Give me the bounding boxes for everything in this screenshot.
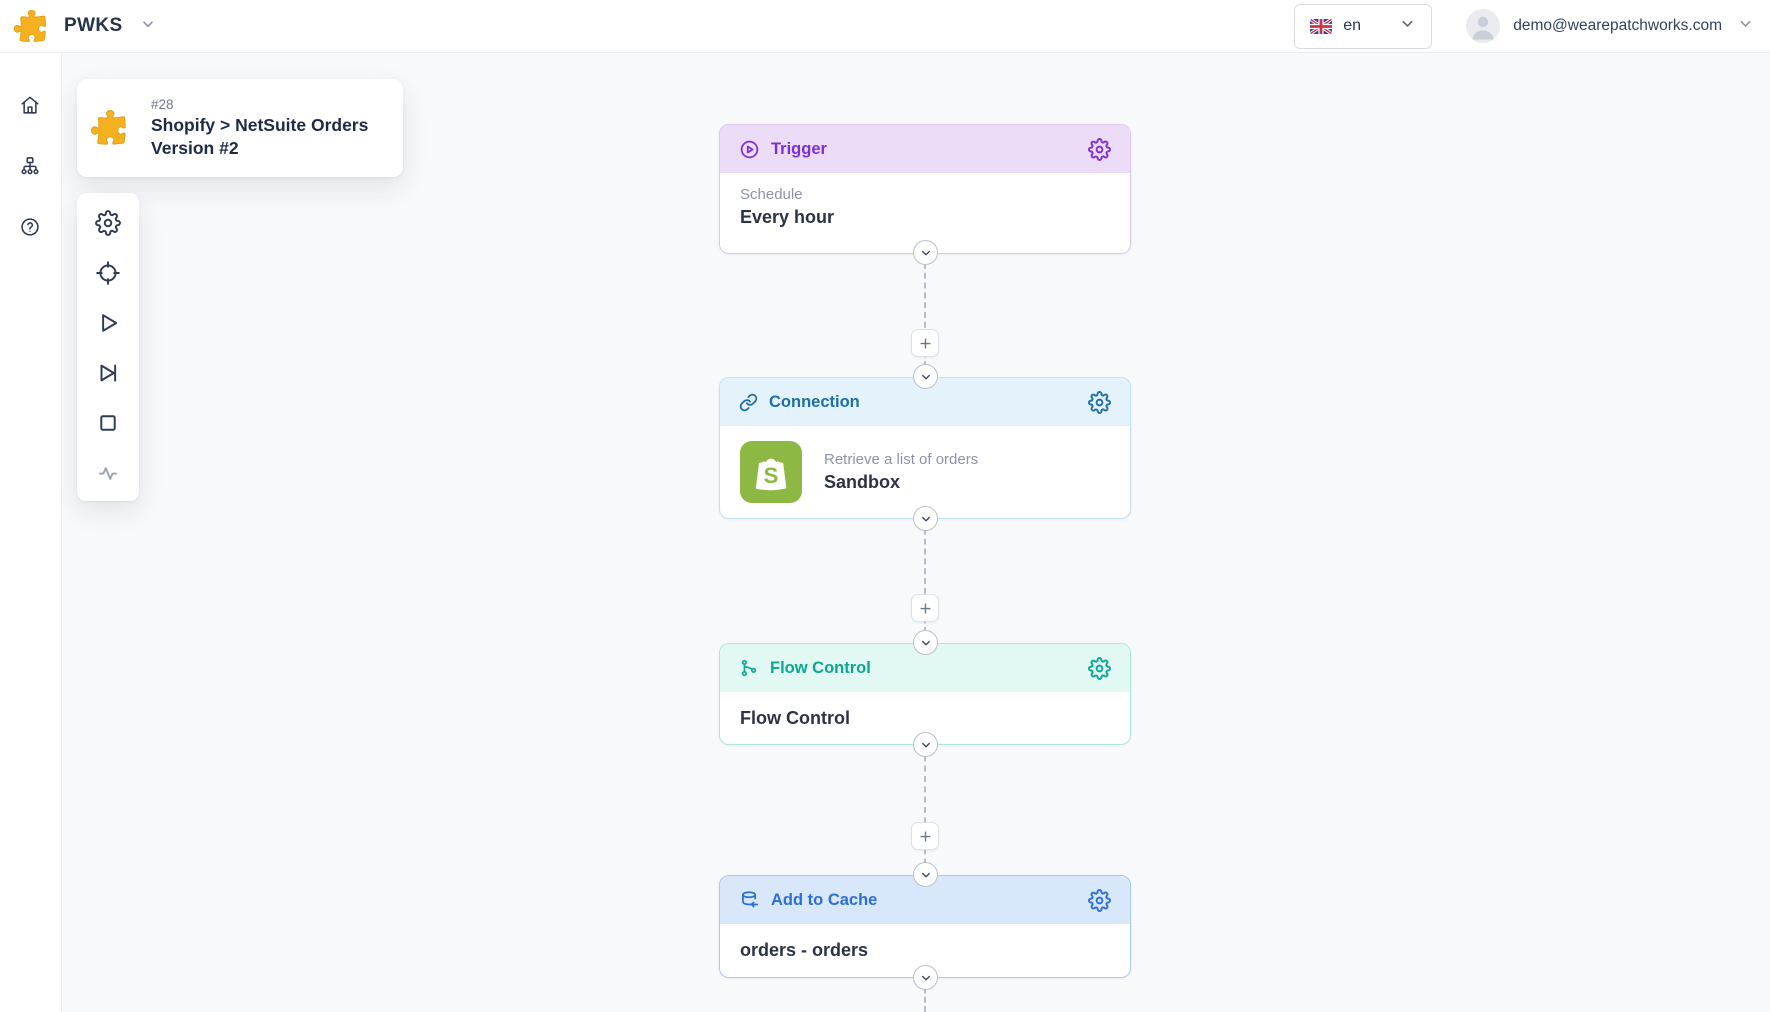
add-step-button[interactable] bbox=[911, 594, 939, 622]
node-trigger-body[interactable]: Schedule Every hour bbox=[720, 173, 1130, 228]
node-collapse-handle[interactable] bbox=[913, 240, 938, 265]
help-icon bbox=[20, 218, 39, 236]
top-bar-right: en demo@wearepatchworks.com bbox=[1294, 3, 1770, 49]
gear-icon bbox=[1088, 656, 1111, 680]
canvas-toolbar bbox=[77, 193, 139, 501]
run-button[interactable] bbox=[95, 310, 121, 336]
plus-icon bbox=[919, 830, 931, 842]
gear-icon bbox=[1088, 390, 1111, 414]
node-label: Retrieve a list of orders bbox=[824, 451, 979, 468]
connector-line bbox=[924, 253, 926, 377]
chevron-down-icon bbox=[921, 640, 930, 645]
stop-button[interactable] bbox=[95, 410, 121, 436]
node-settings-button[interactable] bbox=[1088, 137, 1111, 161]
flow-id: #28 bbox=[151, 96, 174, 112]
add-step-button[interactable] bbox=[911, 822, 939, 850]
chevron-down-icon bbox=[1737, 15, 1754, 37]
node-settings-button[interactable] bbox=[1088, 888, 1111, 912]
node-collapse-handle[interactable] bbox=[913, 630, 938, 655]
gear-icon bbox=[1088, 137, 1111, 161]
branch-icon bbox=[739, 658, 759, 678]
stop-icon bbox=[100, 415, 116, 431]
chevron-down-icon bbox=[921, 516, 930, 521]
node-title: Add to Cache bbox=[771, 890, 878, 909]
top-bar: PWKS en bbox=[0, 0, 1770, 53]
sidebar-item-home[interactable] bbox=[19, 94, 43, 118]
node-connection-body[interactable]: S Retrieve a list of orders Sandbox bbox=[720, 426, 1130, 503]
node-title: Trigger bbox=[771, 139, 827, 158]
flow-info-card: #28 Shopify > NetSuite Orders Version #2 bbox=[77, 79, 403, 177]
chevron-down-icon bbox=[921, 250, 930, 255]
node-add-to-cache-header: Add to Cache bbox=[720, 876, 1130, 924]
gear-icon bbox=[95, 210, 121, 236]
avatar bbox=[1466, 9, 1501, 43]
node-value: orders - orders bbox=[740, 939, 869, 960]
language-code: en bbox=[1343, 17, 1362, 34]
locate-button[interactable] bbox=[95, 260, 121, 286]
node-collapse-handle[interactable] bbox=[913, 965, 938, 990]
uk-flag-icon bbox=[1310, 18, 1333, 34]
connector-line bbox=[924, 519, 926, 643]
connector-line bbox=[924, 745, 926, 875]
node-title: Connection bbox=[769, 392, 860, 411]
puzzle-logo-icon bbox=[13, 9, 46, 42]
brand-name: PWKS bbox=[64, 15, 123, 36]
crosshair-icon bbox=[96, 261, 120, 285]
node-value: Sandbox bbox=[824, 472, 901, 492]
chevron-down-icon bbox=[921, 742, 930, 747]
play-circle-icon bbox=[739, 139, 760, 160]
database-arrow-icon bbox=[739, 890, 760, 911]
flow-version: Version #2 bbox=[151, 137, 239, 158]
node-value: Flow Control bbox=[740, 707, 850, 728]
add-step-button[interactable] bbox=[911, 329, 939, 357]
sidebar-item-help[interactable] bbox=[19, 216, 43, 240]
node-title: Flow Control bbox=[770, 658, 871, 677]
gear-icon bbox=[1088, 888, 1111, 912]
home-icon bbox=[20, 96, 39, 114]
svg-text:S: S bbox=[764, 463, 779, 488]
node-value: Every hour bbox=[740, 207, 835, 227]
node-add-to-cache: Add to Cache orders - orders bbox=[719, 875, 1131, 978]
plus-icon bbox=[919, 337, 931, 349]
chevron-down-icon bbox=[921, 872, 930, 877]
node-settings-button[interactable] bbox=[1088, 390, 1111, 414]
node-collapse-handle[interactable] bbox=[913, 732, 938, 757]
node-collapse-handle[interactable] bbox=[913, 506, 938, 531]
flow-title: Shopify > NetSuite Orders bbox=[151, 114, 369, 135]
node-flow-control: Flow Control Flow Control bbox=[719, 643, 1131, 745]
activity-icon bbox=[98, 467, 118, 480]
node-connection: Connection S Retrieve a list of orders S… bbox=[719, 377, 1131, 519]
connector-line bbox=[924, 978, 926, 1012]
node-connection-text: Retrieve a list of orders Sandbox bbox=[824, 451, 978, 493]
user-email: demo@wearepatchworks.com bbox=[1513, 17, 1722, 34]
puzzle-logo-icon bbox=[90, 109, 126, 145]
node-label: Schedule bbox=[740, 186, 803, 203]
skip-end-icon bbox=[100, 364, 117, 382]
node-collapse-handle[interactable] bbox=[913, 862, 938, 887]
user-menu[interactable]: demo@wearepatchworks.com bbox=[1466, 9, 1754, 43]
shopify-icon: S bbox=[740, 441, 802, 503]
node-flow-control-body[interactable]: Flow Control bbox=[720, 692, 1130, 744]
node-collapse-handle[interactable] bbox=[913, 364, 938, 389]
sidebar-item-flows[interactable] bbox=[19, 155, 43, 179]
link-icon bbox=[739, 393, 758, 412]
language-selector[interactable]: en bbox=[1294, 3, 1433, 49]
node-add-to-cache-body[interactable]: orders - orders bbox=[720, 924, 1130, 976]
node-settings-button[interactable] bbox=[1088, 656, 1111, 680]
chevron-down-icon bbox=[1399, 15, 1416, 37]
chevron-down-icon bbox=[140, 16, 156, 37]
left-sidebar bbox=[0, 53, 62, 1012]
play-icon bbox=[102, 314, 118, 332]
chevron-down-icon bbox=[921, 975, 930, 980]
skip-to-end-button[interactable] bbox=[95, 360, 121, 386]
plus-icon bbox=[919, 602, 931, 614]
brand-menu[interactable]: PWKS bbox=[0, 8, 156, 45]
node-trigger: Trigger Schedule Every hour bbox=[719, 124, 1131, 254]
flow-info-text: #28 Shopify > NetSuite Orders Version #2 bbox=[151, 97, 368, 160]
settings-button[interactable] bbox=[95, 210, 121, 236]
activity-button[interactable] bbox=[95, 460, 121, 486]
chevron-down-icon bbox=[921, 374, 930, 379]
sitemap-icon bbox=[20, 157, 39, 175]
node-trigger-header: Trigger bbox=[720, 125, 1130, 173]
